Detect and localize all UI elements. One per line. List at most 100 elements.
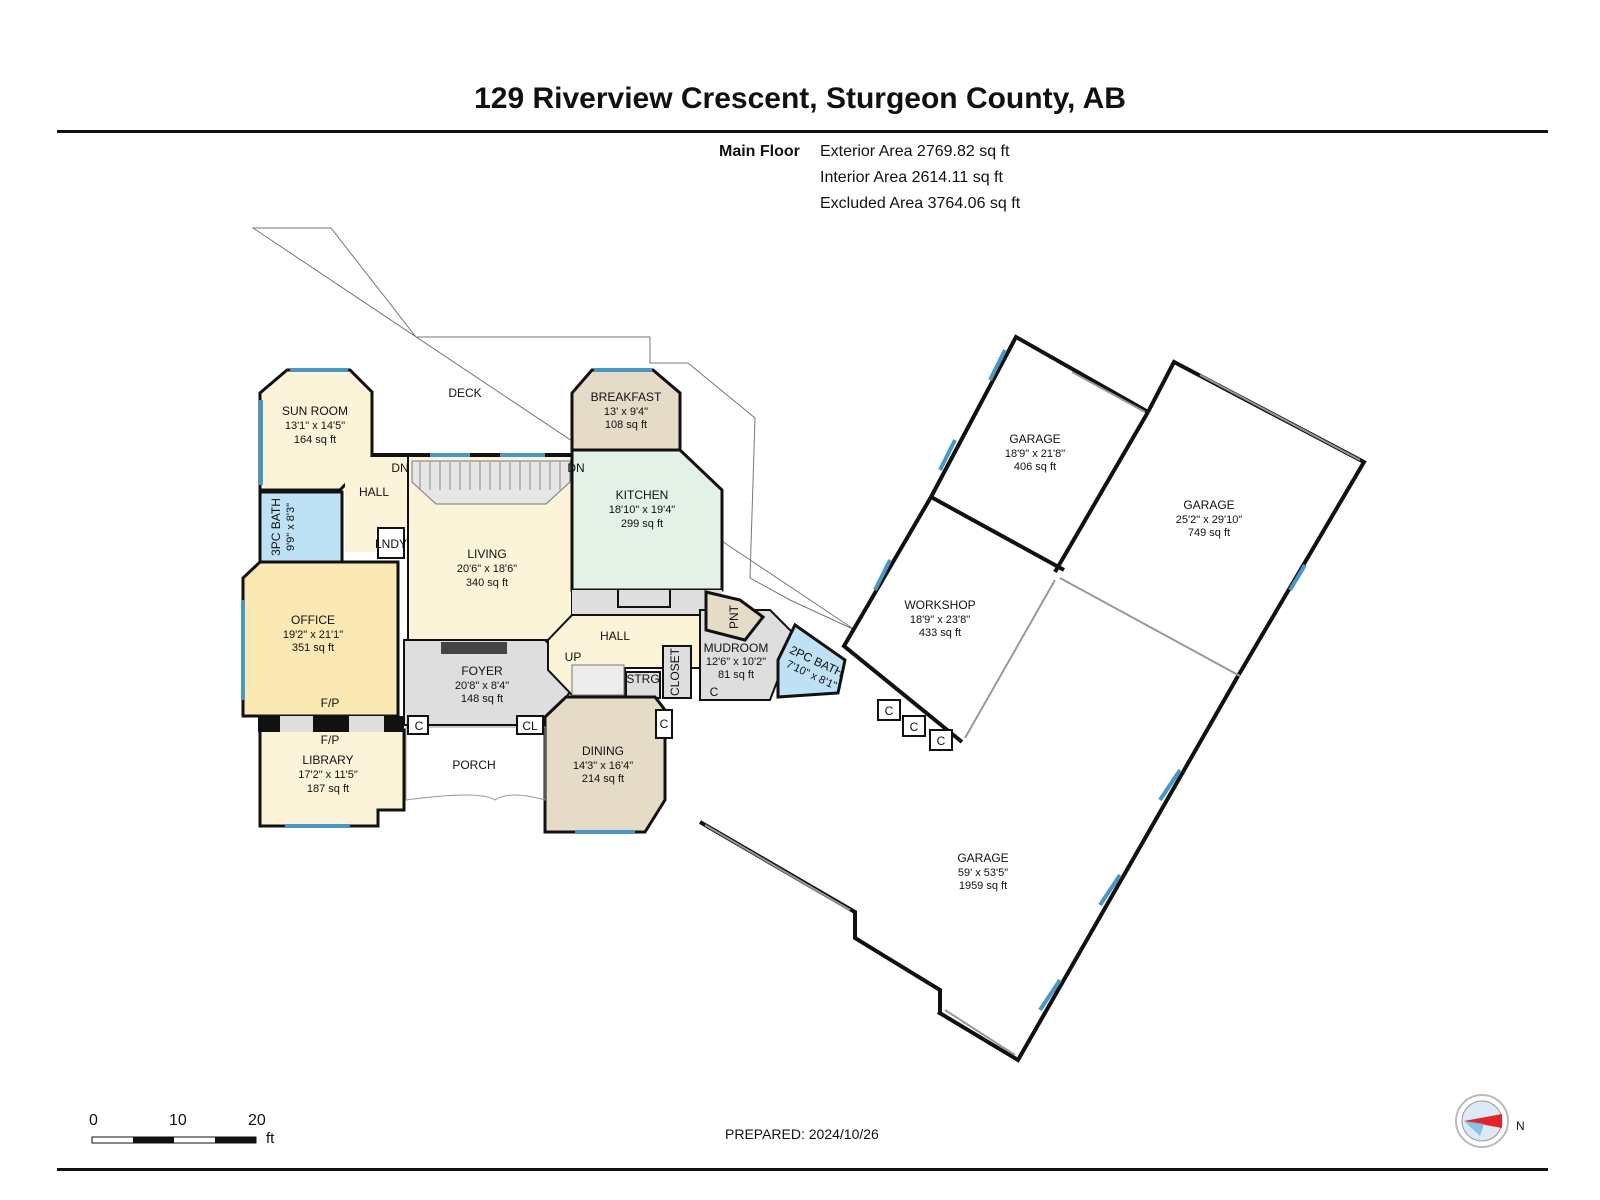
dining-area: 214 sq ft (582, 773, 624, 785)
dn-label-2: DN (567, 461, 584, 475)
workshop-dims: 18'9" x 23'8" (910, 614, 970, 626)
hall-west-label: HALL (359, 485, 389, 499)
stair-treads (419, 462, 561, 490)
library-name: LIBRARY (302, 753, 353, 767)
breakfast-dims: 13' x 9'4" (604, 406, 648, 418)
kitchen-counter-strip (572, 590, 722, 615)
garage-large-name: GARAGE (957, 851, 1008, 865)
garage-doors (704, 371, 1361, 1056)
exterior-area: Exterior Area 2769.82 sq ft (820, 143, 1010, 160)
breakfast-area: 108 sq ft (605, 419, 647, 431)
laundry (377, 527, 405, 559)
stairs-down (411, 460, 571, 505)
garage-small-walls (929, 334, 1149, 498)
library-dims: 17'2" x 11'5" (298, 769, 358, 781)
fp-label-2: F/P (321, 733, 340, 747)
scale-label-0: 0 (89, 1112, 98, 1129)
closet-cl (516, 715, 544, 735)
closet-c-2 (902, 715, 926, 737)
breakfast-name: BREAKFAST (591, 390, 662, 404)
dining-name: DINING (582, 744, 624, 758)
garage-mid-area: 749 sq ft (1188, 527, 1230, 539)
up-label: UP (565, 650, 582, 664)
storage-label: STRG (626, 672, 659, 686)
workshop-name: WORKSHOP (904, 598, 975, 612)
mudroom-dims: 12'6" x 10'2" (706, 656, 766, 668)
porch-label: PORCH (452, 758, 495, 772)
garage-small-name: GARAGE (1009, 432, 1060, 446)
garage-windows (873, 349, 1307, 1012)
foyer-name: FOYER (461, 664, 503, 678)
deck-label: DECK (448, 386, 481, 400)
bath-2pc (776, 622, 847, 699)
mudroom-c-label: C (710, 685, 719, 699)
compass-north-label: N (1516, 1119, 1525, 1133)
closet-c-1-label: C (885, 704, 894, 718)
interior-area: Interior Area 2614.11 sq ft (820, 169, 1003, 186)
workshop-north-wall (930, 495, 1065, 572)
garage-mid-name: GARAGE (1183, 498, 1234, 512)
dn-label-1: DN (391, 461, 408, 475)
closet-c-2-label: C (910, 720, 919, 734)
floor-label: Main Floor (719, 143, 800, 160)
laundry-label: LNDY (375, 537, 407, 551)
kitchen-dims: 18'10" x 19'4" (609, 504, 676, 516)
hall-center-label: HALL (600, 629, 630, 643)
office-dims: 19'2" x 21'1" (283, 629, 343, 641)
bath-3pc-name: 3PC BATH (269, 498, 283, 556)
living-dims: 20'6" x 18'6" (457, 563, 517, 575)
bath-3pc (258, 490, 344, 564)
dining-dims: 14'3" x 16'4" (573, 760, 633, 772)
scale-label-10: 10 (169, 1112, 187, 1129)
garage-small-area: 406 sq ft (1014, 461, 1056, 473)
library-area: 187 sq ft (307, 783, 349, 795)
living-name: LIVING (467, 547, 506, 561)
garage-large-south (698, 820, 942, 1012)
garage-large-walls (936, 675, 1240, 1063)
house-windows (241, 368, 652, 834)
closet-c-dining (655, 709, 673, 739)
closet-c-foyer-label: C (415, 719, 424, 733)
scale-unit: ft (266, 1130, 275, 1147)
pantry (704, 590, 766, 642)
fp-label-1: F/P (321, 696, 340, 710)
fireplace (313, 716, 349, 732)
garage-mid-dims: 25'2" x 29'10" (1176, 514, 1243, 526)
kitchen (570, 448, 724, 592)
room-labels: SUN ROOM 13'1" x 14'5" 164 sq ft DECK BR… (282, 386, 1242, 892)
garage-divider (1053, 410, 1150, 574)
mudroom-area: 81 sq ft (718, 669, 754, 681)
closet-c-3-label: C (937, 734, 946, 748)
kitchen-island (617, 590, 671, 608)
page-title: 129 Riverview Crescent, Sturgeon County,… (474, 82, 1126, 115)
porch (405, 726, 546, 801)
closet-c-1 (877, 699, 901, 721)
library-wall-block-left (258, 716, 280, 732)
scale-bar (91, 1136, 257, 1144)
living-area: 340 sq ft (466, 577, 508, 589)
compass-icon: N (1455, 1094, 1525, 1148)
scale-label-20: 20 (248, 1112, 266, 1129)
garage-large-dims: 59' x 53'5" (958, 867, 1008, 879)
sun-room-area: 164 sq ft (294, 434, 336, 446)
foyer-area: 148 sq ft (461, 693, 503, 705)
sun-room-name: SUN ROOM (282, 404, 348, 418)
footer-divider (57, 1168, 1548, 1171)
library-wall-block-right (384, 716, 404, 732)
closet-label: CLOSET (668, 647, 682, 696)
kitchen-area: 299 sq ft (621, 518, 663, 530)
excluded-area: Excluded Area 3764.06 sq ft (820, 195, 1021, 212)
prepared-date: PREPARED: 2024/10/26 (725, 1126, 879, 1142)
foyer-bench (441, 642, 507, 654)
office-name: OFFICE (291, 613, 335, 627)
office-area: 351 sq ft (292, 642, 334, 654)
title-divider (57, 130, 1548, 133)
sun-room-dims: 13'1" x 14'5" (285, 420, 345, 432)
bath-3pc-dims: 9'9" x 8'3" (285, 503, 297, 551)
garage-small-dims: 18'9" x 21'8" (1005, 448, 1065, 460)
workshop-area: 433 sq ft (919, 627, 961, 639)
garage-large-area: 1959 sq ft (959, 880, 1007, 892)
closet-c-foyer (407, 715, 429, 735)
mudroom-name: MUDROOM (704, 641, 769, 655)
